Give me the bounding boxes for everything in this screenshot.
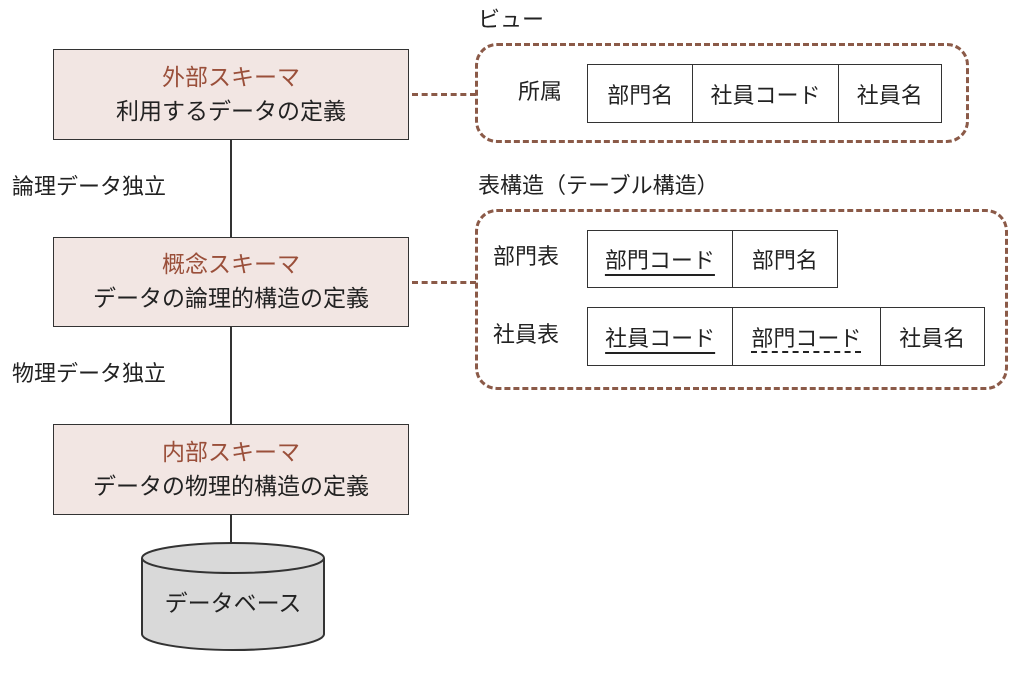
conceptual-schema-desc: データの論理的構造の定義: [93, 286, 369, 312]
external-schema-box: 外部スキーマ 利用するデータの定義: [53, 49, 409, 140]
dept-col-dept-name: 部門名: [751, 249, 818, 274]
internal-schema-desc: データの物理的構造の定義: [93, 473, 369, 500]
view-group: [475, 43, 969, 143]
internal-schema-box: 内部スキーマ データの物理的構造の定義: [53, 424, 409, 515]
emp-col-emp-name: 社員名: [899, 326, 966, 352]
conceptual-schema-box: 概念スキーマ データの論理的構造の定義: [53, 237, 409, 327]
database-label: データベース: [164, 591, 302, 617]
dept-code-foreign-key: 部門コード: [751, 326, 862, 352]
dept-code-primary-key: 部門コード: [604, 249, 715, 274]
vertical-connector-3: [230, 514, 232, 554]
dept-col-dept-code: 部門コード: [588, 231, 733, 287]
external-schema-title: 外部スキーマ: [162, 64, 300, 91]
vertical-connector-1: [230, 139, 232, 238]
view-col-emp-name: 社員名: [856, 83, 923, 109]
emp-table: 社員コード 部門コード 社員名: [587, 307, 985, 366]
logical-independence-label: 論理データ独立: [12, 175, 167, 200]
view-col-dept-name: 部門名: [588, 65, 694, 122]
emp-table-label: 社員表: [493, 323, 560, 348]
emp-code-primary-key: 社員コード: [605, 326, 716, 352]
dept-table: 部門コード 部門名: [587, 230, 838, 288]
view-link-line: [412, 93, 476, 96]
view-caption: ビュー: [478, 8, 545, 33]
vertical-connector-2: [230, 326, 232, 425]
table-structure-link-line: [412, 281, 476, 284]
emp-col-dept-code: 部門コード: [733, 308, 881, 365]
database-cylinder: [141, 542, 325, 651]
view-table: 部門名 社員コード 社員名: [587, 64, 942, 123]
internal-schema-title: 内部スキーマ: [162, 439, 300, 466]
emp-col-emp-code: 社員コード: [588, 308, 734, 365]
conceptual-schema-title: 概念スキーマ: [162, 252, 300, 278]
table-structure-caption: 表構造（テーブル構造）: [478, 174, 719, 199]
external-schema-desc: 利用するデータの定義: [116, 98, 346, 125]
physical-independence-label: 物理データ独立: [12, 362, 167, 387]
dept-table-label: 部門表: [493, 245, 560, 270]
view-col-emp-code: 社員コード: [693, 65, 839, 122]
table-structure-group: [475, 209, 1008, 390]
view-row-label: 所属: [518, 80, 563, 105]
